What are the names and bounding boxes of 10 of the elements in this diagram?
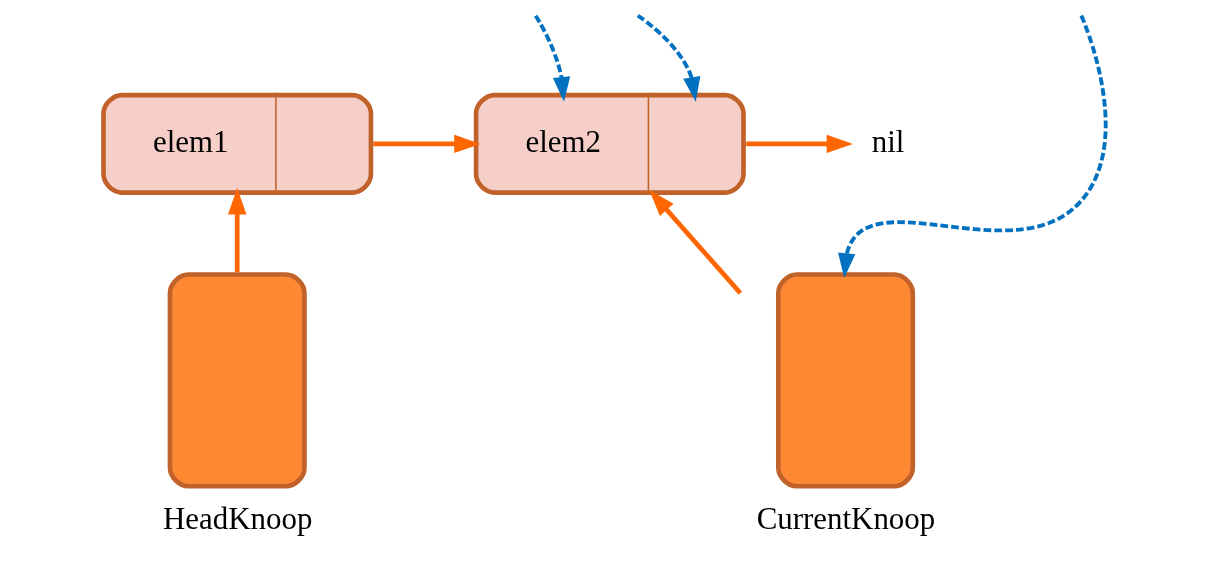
arrow bbox=[534, 14, 571, 102]
node-label: CurrentKnoop bbox=[756, 500, 936, 536]
arrow bbox=[636, 14, 701, 102]
arrow bbox=[746, 134, 853, 154]
arrow bbox=[228, 188, 247, 273]
arrow bbox=[838, 14, 1108, 278]
node-text: nil bbox=[871, 123, 905, 159]
node-label: HeadKnoop bbox=[163, 500, 313, 536]
arrow bbox=[373, 134, 481, 154]
arrow bbox=[649, 190, 743, 295]
